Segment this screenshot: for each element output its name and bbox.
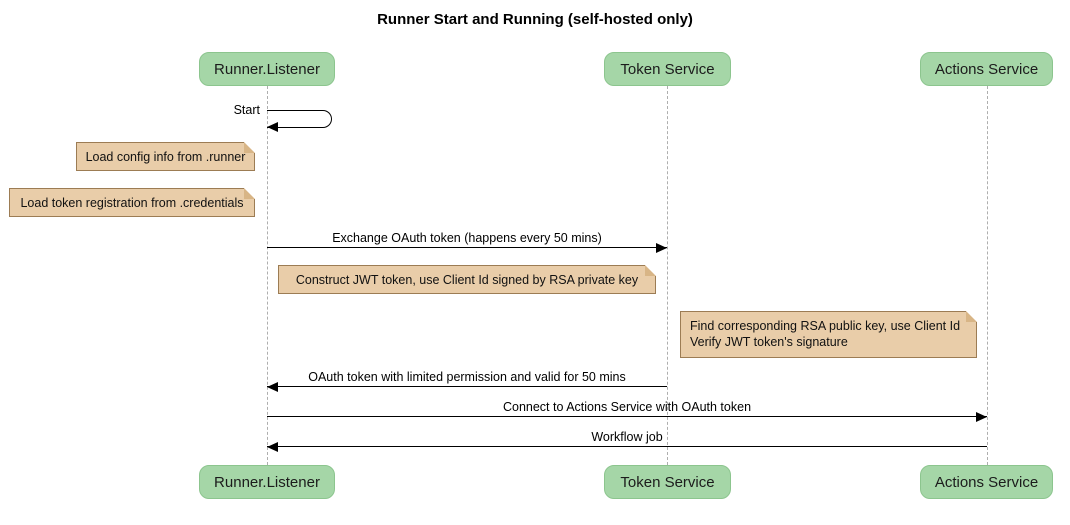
note-text-line2: Verify JWT token's signature xyxy=(690,335,848,349)
message-label: Exchange OAuth token (happens every 50 m… xyxy=(332,231,602,245)
participant-runner-listener-top: Runner.Listener xyxy=(199,52,335,86)
participant-token-service-top: Token Service xyxy=(604,52,731,86)
note-construct-jwt: Construct JWT token, use Client Id signe… xyxy=(278,265,656,294)
message-line xyxy=(267,386,667,387)
lifeline-token-service xyxy=(667,86,668,465)
note-load-config: Load config info from .runner xyxy=(76,142,255,171)
participant-runner-listener-bottom: Runner.Listener xyxy=(199,465,335,499)
note-text: Load token registration from .credential… xyxy=(20,195,244,210)
participant-label: Runner.Listener xyxy=(214,60,320,78)
self-message-loop-line xyxy=(267,110,332,128)
arrowhead-left-icon xyxy=(267,122,278,132)
note-verify-jwt: Find corresponding RSA public key, use C… xyxy=(680,311,977,358)
participant-label: Runner.Listener xyxy=(214,473,320,491)
note-text-line1: Find corresponding RSA public key, use C… xyxy=(690,319,961,333)
note-text: Construct JWT token, use Client Id signe… xyxy=(295,272,639,287)
message-connect-actions-service: Connect to Actions Service with OAuth to… xyxy=(267,397,987,422)
participant-actions-service-top: Actions Service xyxy=(920,52,1053,86)
note-load-token-registration: Load token registration from .credential… xyxy=(9,188,255,217)
message-oauth-token-returned: OAuth token with limited permission and … xyxy=(267,367,667,392)
message-label: Connect to Actions Service with OAuth to… xyxy=(502,400,752,414)
message-exchange-oauth-token: Exchange OAuth token (happens every 50 m… xyxy=(267,228,667,253)
arrowhead-right-icon xyxy=(976,412,987,422)
arrowhead-left-icon xyxy=(267,382,278,392)
note-text: Load config info from .runner xyxy=(85,149,246,164)
message-line xyxy=(267,247,667,248)
participant-label: Token Service xyxy=(620,473,715,491)
message-line xyxy=(267,416,987,417)
lifeline-runner-listener xyxy=(267,86,268,465)
message-workflow-job: Workflow job xyxy=(267,427,987,452)
message-label: Workflow job xyxy=(591,430,663,444)
participant-token-service-bottom: Token Service xyxy=(604,465,731,499)
arrowhead-right-icon xyxy=(656,243,667,253)
message-line xyxy=(267,446,987,447)
arrowhead-left-icon xyxy=(267,442,278,452)
diagram-title: Runner Start and Running (self-hosted on… xyxy=(377,11,693,28)
participant-label: Token Service xyxy=(620,60,715,78)
participant-label: Actions Service xyxy=(934,473,1039,491)
self-message-start-label: Start xyxy=(233,103,260,117)
participant-actions-service-bottom: Actions Service xyxy=(920,465,1053,499)
lifeline-actions-service xyxy=(987,86,988,465)
message-label: OAuth token with limited permission and … xyxy=(308,370,626,384)
participant-label: Actions Service xyxy=(934,60,1039,78)
